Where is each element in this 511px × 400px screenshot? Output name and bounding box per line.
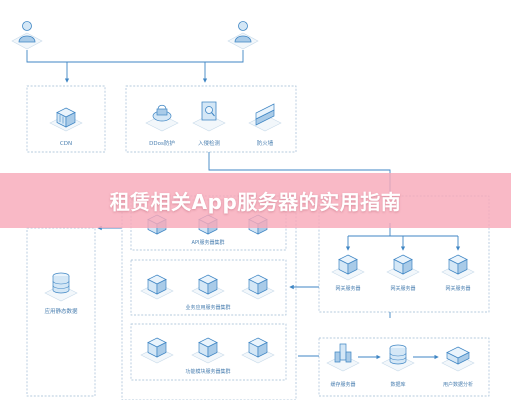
ddos-label: DDos防护 bbox=[149, 139, 175, 147]
gateway-to-business-arrow bbox=[290, 287, 391, 318]
database-icon bbox=[389, 344, 407, 365]
cdn-label: CDN bbox=[60, 141, 72, 147]
firewall-icon bbox=[255, 103, 275, 126]
users-join-line bbox=[26, 50, 244, 63]
cdn-icon bbox=[56, 107, 76, 128]
user-right-icon bbox=[227, 21, 259, 50]
security-group-box bbox=[125, 85, 297, 153]
data-group-box bbox=[318, 337, 490, 397]
cache-server-icon bbox=[334, 343, 352, 363]
static-data-icon bbox=[52, 272, 70, 294]
api-cluster-label: API服务器集群 bbox=[192, 239, 225, 246]
business-cluster-box bbox=[130, 259, 287, 316]
gateway-1-icon bbox=[338, 254, 358, 275]
mod-server-3-icon bbox=[248, 337, 268, 358]
business-cluster-label: 业务应用服务器集群 bbox=[185, 304, 230, 311]
cache-server-label: 缓存服务器 bbox=[330, 381, 355, 388]
gateway-3-label: 网关服务器 bbox=[445, 285, 470, 292]
static-data-box bbox=[26, 227, 96, 397]
user-analysis-icon bbox=[446, 346, 470, 365]
module-cluster-label: 功能模块服务器集群 bbox=[185, 368, 230, 375]
firewall-label: 防火墙 bbox=[257, 139, 274, 147]
biz-server-2-icon bbox=[198, 274, 218, 295]
database-label: 数据库 bbox=[390, 381, 405, 388]
gateway-1-label: 网关服务器 bbox=[335, 285, 360, 292]
biz-server-1-icon bbox=[147, 274, 167, 295]
title-banner: 租赁相关App服务器的实用指南 bbox=[0, 173, 511, 228]
biz-server-3-icon bbox=[248, 274, 268, 295]
intrusion-icon bbox=[201, 101, 217, 121]
module-cluster-box bbox=[130, 323, 287, 381]
mod-server-2-icon bbox=[198, 337, 218, 358]
gateway-2-label: 网关服务器 bbox=[390, 285, 415, 292]
ddos-icon bbox=[152, 104, 172, 122]
user-analysis-label: 用户数据分析 bbox=[443, 381, 473, 388]
gateway-3-icon bbox=[448, 254, 468, 275]
intrusion-label: 入侵检测 bbox=[198, 139, 221, 147]
static-data-label: 应用静态数据 bbox=[44, 307, 78, 315]
gateway-group-box bbox=[318, 195, 490, 313]
mod-server-1-icon bbox=[147, 337, 167, 358]
gateway-2-icon bbox=[393, 254, 413, 275]
user-left-icon bbox=[11, 21, 43, 50]
banner-title: 租赁相关App服务器的实用指南 bbox=[109, 190, 402, 214]
